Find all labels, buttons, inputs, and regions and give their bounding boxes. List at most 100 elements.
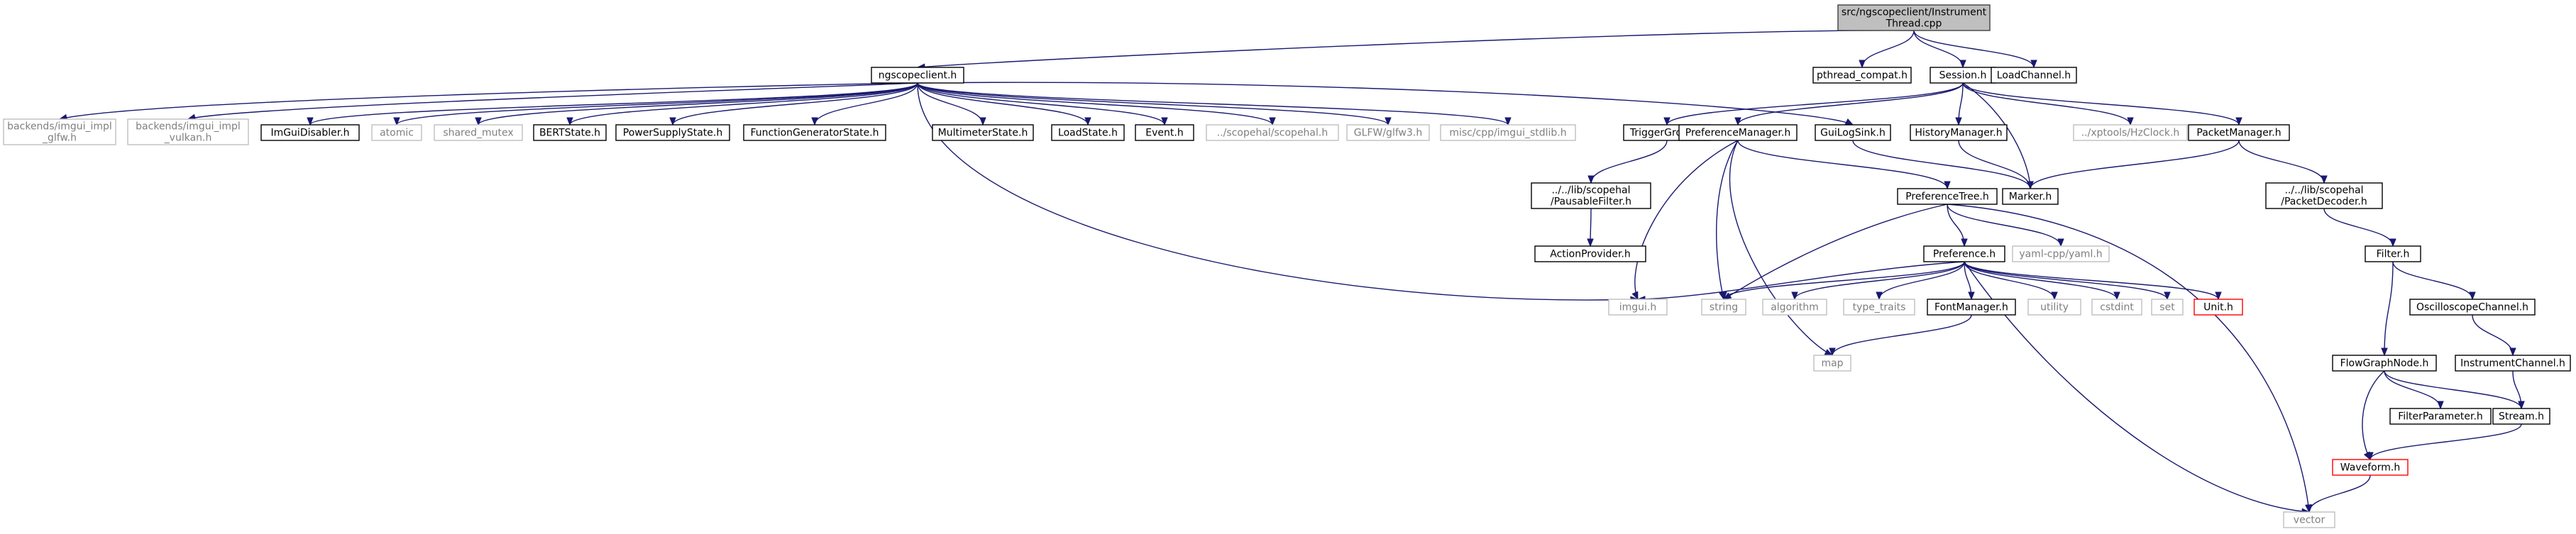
include-edge <box>1964 261 1975 301</box>
node-filterparameter-h[interactable]: FilterParameter.h <box>2389 408 2492 425</box>
node-preferencemanager-h[interactable]: PreferenceManager.h <box>1678 124 1798 141</box>
node-instrumentchannel-h[interactable]: InstrumentChannel.h <box>2455 355 2571 372</box>
include-edge <box>1791 261 1965 301</box>
node-box <box>615 124 730 141</box>
node-label: map <box>1821 358 1843 369</box>
node-label: GuiLogSink.h <box>1820 128 1886 139</box>
node-shared-mutex: shared_mutex <box>434 124 523 141</box>
node-preferencetree-h[interactable]: PreferenceTree.h <box>1897 188 1998 205</box>
edge-line <box>2384 370 2441 409</box>
node-oscilloscopechannel-h[interactable]: OscilloscopeChannel.h <box>2409 299 2536 316</box>
include-edge <box>917 82 1168 126</box>
node-imgui-stdlib-h: misc/cpp/imgui_stdlib.h <box>1440 124 1576 141</box>
arrowhead <box>2027 181 2034 190</box>
node-fontmanager-h[interactable]: FontManager.h <box>1927 299 2016 316</box>
node-box <box>1812 67 1912 84</box>
include-edge <box>811 82 918 126</box>
node-ngscopeclient-h[interactable]: ngscopeclient.h <box>871 67 964 84</box>
node-box <box>2002 188 2059 205</box>
node-box <box>2265 182 2383 209</box>
node-unit-h[interactable]: Unit.h <box>2194 299 2243 316</box>
node-flowgraphnode-h[interactable]: FlowGraphNode.h <box>2332 355 2437 372</box>
node-label: FunctionGeneratorState.h <box>750 128 879 139</box>
include-edge <box>1913 30 1966 69</box>
node-marker-h[interactable]: Marker.h <box>2002 188 2059 205</box>
edge-line <box>1637 261 1965 300</box>
include-edge <box>916 30 1915 70</box>
include-edge <box>917 82 986 126</box>
node-box <box>2151 299 2184 316</box>
node-label: ImGuiDisabler.h <box>270 128 349 139</box>
edge-line <box>1737 140 1948 189</box>
node-box <box>1135 124 1194 141</box>
edge-line <box>59 82 918 120</box>
node-box <box>2091 299 2142 316</box>
node-loadchannel-h[interactable]: LoadChannel.h <box>1991 67 2077 84</box>
node-actionprovider-h[interactable]: ActionProvider.h <box>1534 245 1646 262</box>
node-packetmanager-h[interactable]: PacketManager.h <box>2188 124 2290 141</box>
edge-line <box>917 82 1854 126</box>
arrowhead <box>1876 291 1883 301</box>
edge-line <box>1590 140 1668 184</box>
edge-line <box>1964 261 2118 300</box>
node-label: shared_mutex <box>443 128 513 139</box>
edge-line <box>2472 314 2514 356</box>
edge-line <box>1964 261 2168 300</box>
node-label: GLFW/glfw3.h <box>1354 128 1422 139</box>
arrowhead <box>2518 401 2525 410</box>
node-yaml-h: yaml-cpp/yaml.h <box>2012 245 2110 262</box>
node-multimeterstate-h[interactable]: MultimeterState.h <box>932 124 1034 141</box>
node-preference-h[interactable]: Preference.h <box>1923 245 2005 262</box>
edge-line <box>1666 82 1964 126</box>
arrowhead <box>1504 117 1512 126</box>
arrowhead <box>1959 60 1966 69</box>
include-edge <box>2306 474 2371 513</box>
arrowhead <box>1844 118 1854 126</box>
edge-line <box>1913 30 2035 68</box>
node-loadstate-h[interactable]: LoadState.h <box>1051 124 1125 141</box>
node-guilogsink-h[interactable]: GuiLogSink.h <box>1815 124 1891 141</box>
node-label: ../../lib/scopehal <box>2284 185 2363 196</box>
node-label: Marker.h <box>2009 191 2052 203</box>
node-box <box>2332 459 2409 476</box>
edge-line <box>1723 204 1948 300</box>
node-imgui-vulkan: backends/imgui_impl_vulkan.h <box>127 118 249 145</box>
arrowhead <box>2381 347 2388 357</box>
node-pausablefilter-h[interactable]: ../../lib/scopehal/PausableFilter.h <box>1531 182 1651 209</box>
node-imguidisabler-h[interactable]: ImGuiDisabler.h <box>260 124 360 141</box>
node-pthread-compat-h[interactable]: pthread_compat.h <box>1812 67 1912 84</box>
node-box <box>1534 245 1646 262</box>
edge-line <box>917 82 1273 126</box>
arrowhead <box>1161 117 1168 126</box>
node-bertstate-h[interactable]: BERTState.h <box>533 124 607 141</box>
node-historymanager-h[interactable]: HistoryManager.h <box>1910 124 2008 141</box>
include-edge <box>669 82 918 126</box>
node-powersupplystate-h[interactable]: PowerSupplyState.h <box>615 124 730 141</box>
arrowhead <box>1968 291 1975 301</box>
include-edge <box>2392 261 2476 301</box>
include-edge <box>566 82 918 126</box>
include-edge <box>58 82 918 121</box>
arrowhead <box>2235 117 2242 126</box>
node-label: Preference.h <box>1933 249 1996 260</box>
include-edge <box>917 82 1639 304</box>
node-stream-h[interactable]: Stream.h <box>2492 408 2550 425</box>
node-label: PreferenceManager.h <box>1685 128 1790 139</box>
node-event-h[interactable]: Event.h <box>1135 124 1194 141</box>
node-session-h[interactable]: Session.h <box>1930 67 1996 84</box>
node-label: algorithm <box>1771 302 1819 313</box>
node-set: set <box>2151 299 2184 316</box>
edge-line <box>309 82 918 126</box>
include-edge <box>307 82 918 126</box>
arrowhead <box>2306 504 2313 513</box>
node-waveform-h[interactable]: Waveform.h <box>2332 459 2409 476</box>
node-filter-h[interactable]: Filter.h <box>2365 245 2421 262</box>
node-box <box>2455 355 2571 372</box>
arrowhead <box>811 117 818 126</box>
node-box <box>2389 408 2492 425</box>
node-packetdecoder-h[interactable]: ../../lib/scopehal/PacketDecoder.h <box>2265 182 2383 209</box>
node-functiongeneratorstate-h[interactable]: FunctionGeneratorState.h <box>743 124 886 141</box>
include-edge <box>2384 370 2444 410</box>
node-label: FlowGraphNode.h <box>2340 358 2429 369</box>
